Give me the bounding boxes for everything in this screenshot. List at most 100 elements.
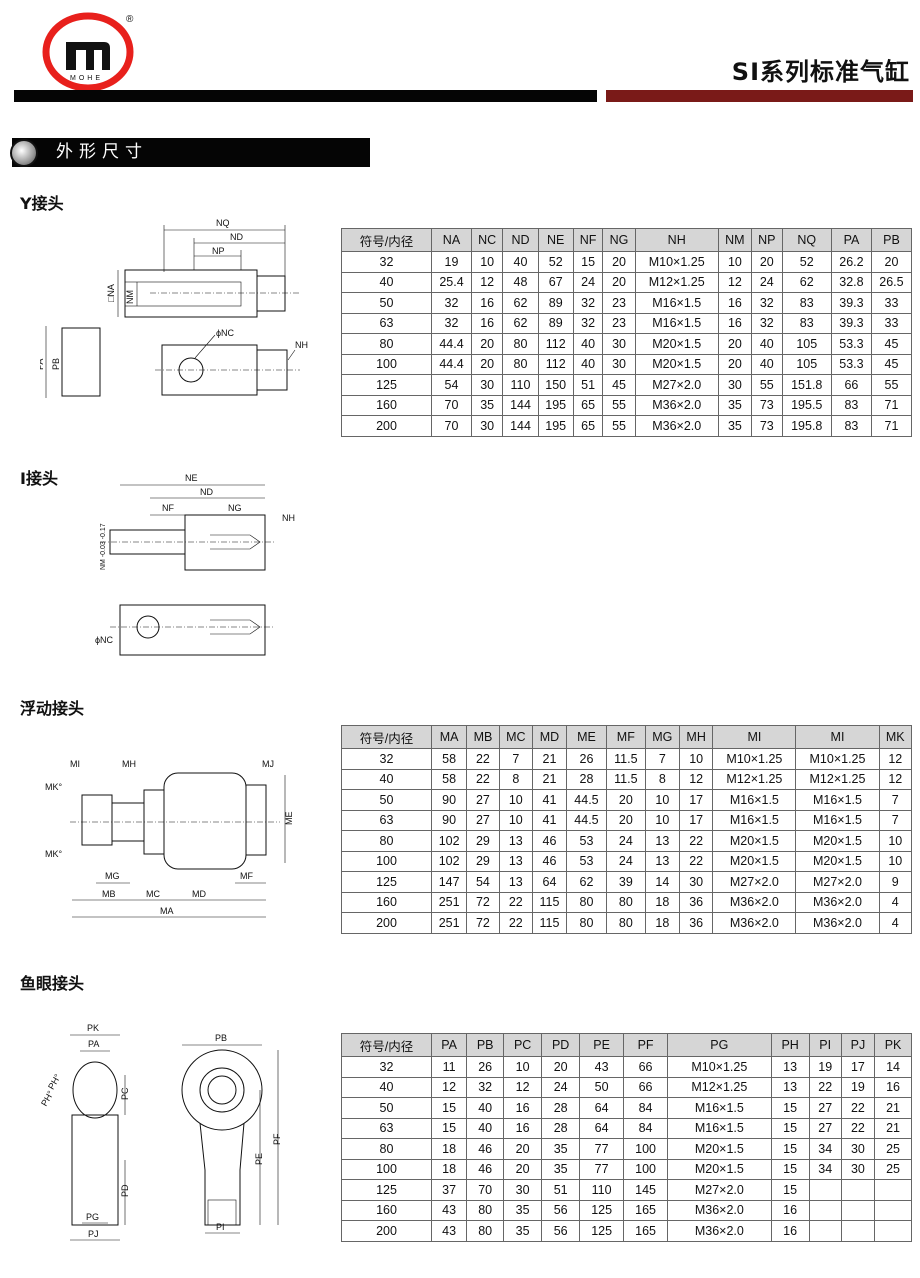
label-nd: ND — [200, 487, 213, 497]
label-na: □NA — [106, 284, 116, 302]
label-mh: MH — [122, 759, 136, 769]
table-cell: 30 — [503, 1179, 543, 1201]
table-cell: 112 — [537, 353, 574, 375]
table-cell: 53.3 — [830, 353, 872, 375]
table-cell: 7 — [644, 748, 680, 770]
table-cell: 50 — [579, 1076, 625, 1098]
table-cell: 39 — [605, 871, 646, 893]
table-cell: 27 — [466, 809, 500, 831]
label-ph-2: PH° — [46, 1072, 63, 1091]
table-cell: 145 — [623, 1179, 669, 1201]
table-cell: 12 — [878, 768, 913, 790]
table-cell: 24 — [572, 271, 604, 293]
column-header: NP — [751, 228, 783, 252]
label-pb: PB — [215, 1033, 227, 1043]
table-cell: 4 — [878, 912, 913, 934]
label-mi: MI — [70, 759, 80, 769]
table-cell: 20 — [717, 353, 753, 375]
table-cell: 53.3 — [830, 333, 872, 355]
label-pg: PG — [86, 1212, 99, 1222]
table-cell: 102 — [430, 850, 468, 872]
table-cell: 32 — [341, 748, 432, 770]
column-header: PA — [430, 1033, 468, 1057]
table-cell: M20×1.5 — [634, 353, 719, 375]
table-cell: 22 — [678, 850, 714, 872]
table-cell: 66 — [623, 1076, 669, 1098]
column-header: NQ — [781, 228, 832, 252]
table-cell: 26.5 — [870, 271, 913, 293]
table-cell: 35 — [717, 394, 753, 416]
table-cell: 46 — [466, 1138, 505, 1160]
column-header: PI — [808, 1033, 842, 1057]
table-cell: 58 — [430, 768, 468, 790]
table-cell: 10 — [717, 251, 753, 273]
y-joint-drawing: NQ ND NP □NA NM ϕNC NH PA PB — [40, 218, 308, 398]
table-cell: 27 — [808, 1117, 842, 1139]
table-cell: M16×1.5 — [795, 789, 880, 811]
table-cell: 51 — [541, 1179, 581, 1201]
table-cell: 21 — [874, 1117, 912, 1139]
table-cell: 15 — [770, 1138, 810, 1160]
column-header: NA — [431, 228, 472, 252]
table-cell: 48 — [502, 271, 539, 293]
table-cell: 100 — [623, 1158, 669, 1180]
table-cell: M16×1.5 — [667, 1097, 772, 1119]
fisheye-joint-heading: 鱼眼接头 — [20, 974, 85, 993]
logo-text: MOHE — [70, 75, 103, 82]
table-cell: M20×1.5 — [667, 1158, 772, 1180]
table-cell: 72 — [466, 891, 500, 913]
column-header: PF — [623, 1033, 669, 1057]
table-cell: 41 — [531, 809, 567, 831]
table-cell: 112 — [537, 333, 574, 355]
table-cell: 12 — [470, 271, 504, 293]
fisheye-joint-drawing: PK PA PH° PH° PC PD PG PJ PB PE PF PI — [40, 1023, 282, 1241]
table-cell: 46 — [531, 830, 567, 852]
label-nc: ϕNC — [216, 328, 235, 338]
table-cell: 10 — [470, 251, 504, 273]
table-cell: 63 — [341, 809, 432, 831]
header-bar-red — [606, 90, 913, 102]
table-cell: 16 — [503, 1097, 543, 1119]
column-header: NH — [634, 228, 719, 252]
table-cell: 50 — [341, 789, 432, 811]
table-cell: 30 — [470, 415, 504, 437]
column-header: PG — [667, 1033, 772, 1057]
table-cell — [874, 1220, 912, 1242]
table-cell: 27 — [466, 789, 500, 811]
table-cell: 90 — [430, 789, 468, 811]
table-cell: 151.8 — [781, 374, 832, 396]
table-cell: 89 — [537, 312, 574, 334]
table-cell: 100 — [341, 353, 432, 375]
table-cell: 44.4 — [431, 333, 472, 355]
table-cell: 35 — [470, 394, 504, 416]
table-cell: 64 — [531, 871, 567, 893]
table-cell: 13 — [498, 850, 533, 872]
label-ng: NG — [228, 503, 242, 513]
table-cell: 10 — [678, 748, 714, 770]
table-cell: 66 — [830, 374, 872, 396]
table-cell: 32 — [572, 292, 604, 314]
column-header: PJ — [840, 1033, 876, 1057]
column-header: MB — [466, 725, 500, 749]
table-cell: 40 — [341, 768, 432, 790]
table-cell: M36×2.0 — [634, 394, 719, 416]
table-cell: 46 — [531, 850, 567, 872]
label-ne: NE — [185, 473, 198, 483]
table-cell: 35 — [541, 1138, 581, 1160]
table-cell: 160 — [341, 891, 432, 913]
table-cell: 16 — [503, 1117, 543, 1139]
label-nh: NH — [295, 340, 308, 350]
table-cell: 115 — [531, 891, 567, 913]
table-cell: M27×2.0 — [795, 871, 880, 893]
table-cell: 55 — [602, 394, 636, 416]
table-cell: 125 — [579, 1220, 625, 1242]
column-header: PB — [870, 228, 913, 252]
